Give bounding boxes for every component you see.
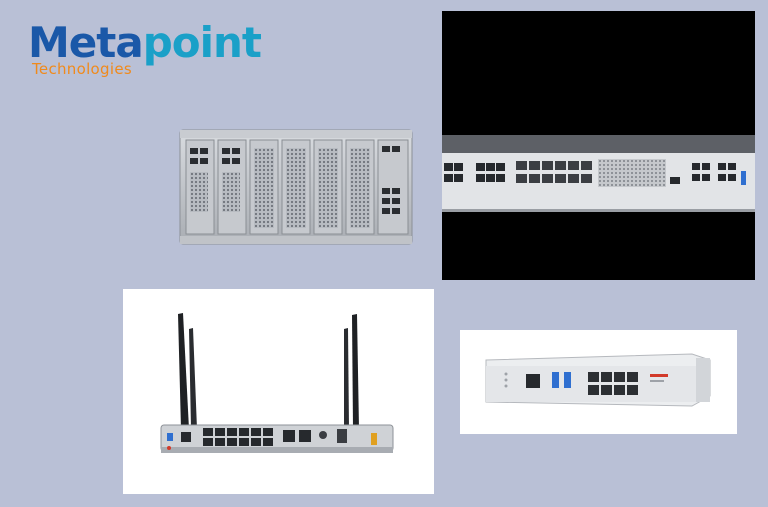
desktop-firewall-image	[460, 330, 737, 434]
metapoint-logo: Metapoint Technologies	[28, 18, 262, 80]
rack-firewall-image	[442, 11, 755, 280]
desktop-firewall-illustration	[460, 330, 737, 434]
chassis-firewall-image	[178, 128, 414, 246]
logo-word-meta: Meta	[28, 18, 144, 67]
rack-firewall-illustration	[442, 11, 755, 280]
chassis-firewall-illustration	[179, 129, 413, 245]
logo-wordmark: Metapoint	[28, 18, 262, 68]
wireless-firewall-illustration	[123, 289, 434, 494]
logo-tagline: Technologies	[32, 60, 132, 78]
logo-word-point: point	[142, 18, 262, 67]
wireless-firewall-image	[123, 289, 434, 494]
